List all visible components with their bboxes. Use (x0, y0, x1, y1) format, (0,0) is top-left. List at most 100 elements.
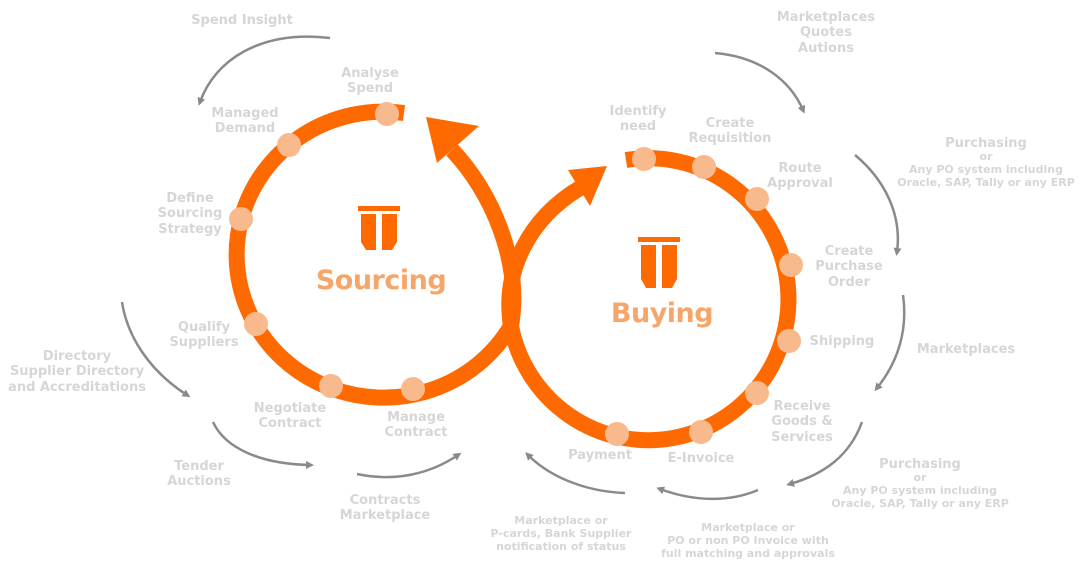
outer-text: Any PO system including (909, 163, 1063, 177)
step-text: need (619, 119, 657, 135)
flow-arrow (120, 301, 191, 398)
outer-text: Purchasing (879, 457, 961, 472)
step-text: Purchase (815, 259, 883, 275)
step-text: Create (705, 116, 755, 131)
step-text: Strategy (158, 221, 222, 237)
step-text: Sourcing (157, 206, 223, 222)
flow-arrow (525, 452, 626, 495)
step-text: Spend (346, 81, 394, 97)
outer-text: and Accreditations (8, 379, 146, 395)
outer-text: full matching and approvals (661, 546, 835, 560)
step-text: Managed (211, 106, 279, 121)
step-text: Approval (767, 176, 833, 192)
buying-node (689, 420, 713, 444)
sourcing-title: Sourcing (315, 265, 447, 296)
buying-arrowhead (568, 166, 607, 206)
sourcing-arrowhead (426, 117, 479, 163)
step-text: Manage (387, 410, 445, 425)
step-text: Analyse (341, 66, 399, 81)
outer-text: notification of status (496, 539, 626, 553)
buying-step-payment: Payment (568, 448, 632, 463)
outer-text: Directory (42, 349, 112, 364)
step-text: Goods & (771, 414, 833, 430)
outer-text: Autions (798, 40, 854, 56)
sourcing-node (319, 374, 343, 398)
step-text: Contract (258, 416, 322, 432)
outer-spend-insight: Spend Insight (191, 13, 293, 28)
pi-logo-icon (358, 206, 400, 250)
buying-ring (503, 150, 797, 449)
buying-node (745, 381, 769, 405)
step-text: Services (771, 429, 833, 445)
sourcing-node (375, 102, 399, 126)
step-text: Receive (773, 399, 831, 414)
outer-text: Purchasing (945, 136, 1027, 151)
buying-connector (501, 181, 585, 328)
outer-text: Marketplace (339, 508, 431, 524)
outer-text: Marketplace or (701, 521, 795, 534)
outer-marketplaces: Marketplaces (916, 342, 1016, 357)
sourcing-node (229, 207, 253, 231)
outer-text: Auctions (167, 474, 231, 490)
buying-node (632, 147, 656, 171)
outer-text: PO or non PO Invoice with (667, 533, 829, 547)
step-text: Demand (214, 121, 276, 137)
flow-arrow (714, 51, 806, 114)
flow-arrow (211, 421, 314, 469)
buying-node (777, 329, 801, 353)
pi-logo-icon (638, 237, 680, 288)
outer-text: or (913, 471, 927, 485)
buying-step-shipping: Shipping (809, 334, 875, 349)
outer-text: P-cards, Bank Supplier (490, 526, 632, 540)
flow-arrow (786, 421, 864, 487)
step-text: Requisition (688, 131, 772, 147)
outer-text: or (979, 150, 993, 164)
step-text: Negotiate (253, 401, 327, 416)
outer-text: Supplier Directory (9, 364, 145, 380)
step-text: Suppliers (169, 335, 239, 351)
flow-arrow (356, 452, 462, 479)
step-text: Create (824, 244, 874, 259)
step-text: Qualify (177, 320, 231, 335)
sourcing-node (401, 377, 425, 401)
buying-node (745, 187, 769, 211)
step-text: Identify (609, 104, 667, 119)
sourcing-ring (228, 103, 518, 406)
sourcing-node (277, 133, 301, 157)
flow-arrow (656, 486, 759, 501)
buying-title: Buying (610, 298, 714, 329)
step-text: Contract (384, 425, 448, 441)
step-text: Order (827, 274, 870, 290)
buying-node (779, 253, 803, 277)
buying-node (605, 422, 629, 446)
step-text: Route (778, 161, 822, 176)
outer-text: Oracle, SAP, Tally or any ERP (831, 497, 1009, 511)
flow-arrow (854, 154, 902, 256)
outer-text: Any PO system including (843, 484, 997, 498)
outer-text: Tender (174, 459, 224, 474)
outer-text: Marketplaces (776, 10, 876, 25)
sourcing-node (244, 312, 268, 336)
outer-text: Oracle, SAP, Tally or any ERP (897, 176, 1075, 190)
